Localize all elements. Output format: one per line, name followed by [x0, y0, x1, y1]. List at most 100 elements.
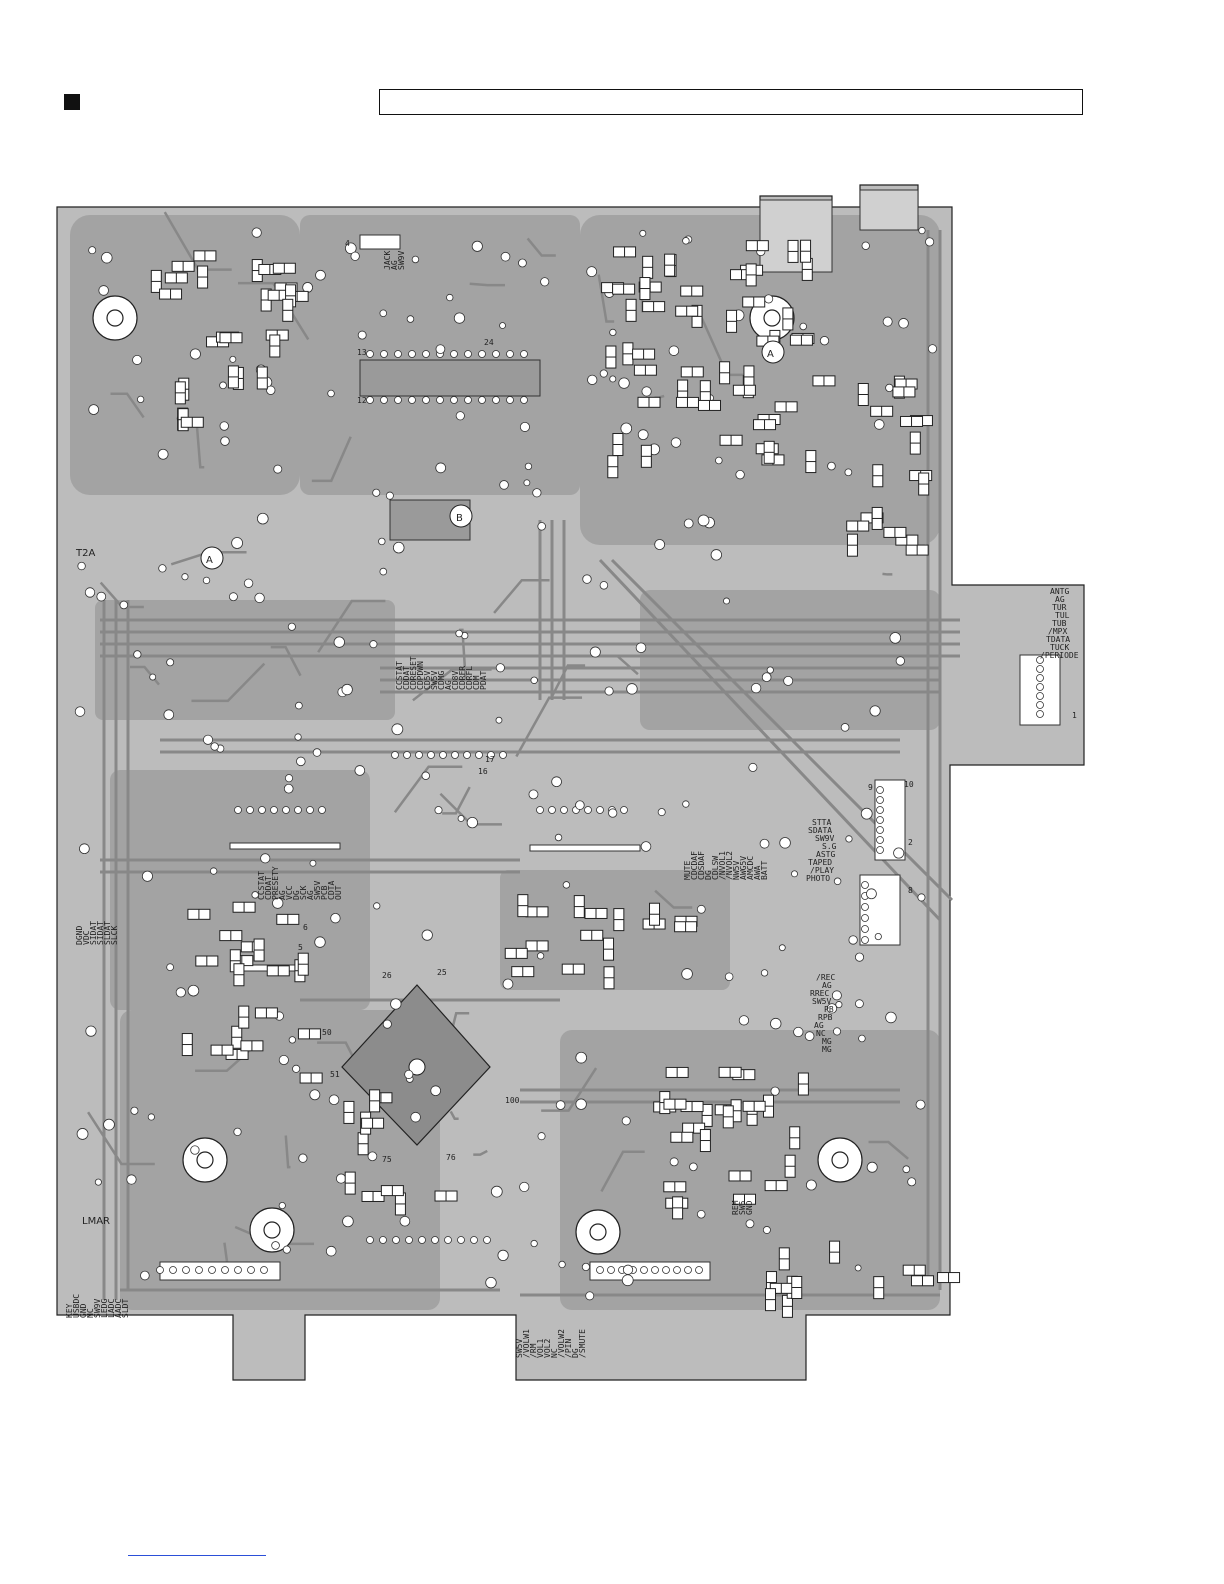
label-sw9v: SW9V	[815, 834, 834, 843]
pin-76: 76	[446, 1153, 456, 1162]
rotated-label: AWA	[753, 865, 762, 880]
label-tub: TUB	[1052, 619, 1067, 628]
pin-9: 9	[868, 783, 873, 792]
rotated-label: GND	[745, 1200, 754, 1215]
footer-link-underline	[128, 1555, 266, 1556]
ref-mark-a-left: A	[206, 555, 213, 566]
pin-1: 1	[1072, 711, 1077, 720]
label-tul: TUL	[1055, 611, 1070, 620]
rotated-label: CDCDAF	[690, 851, 699, 880]
rotated-labels: CCSTATCDDATCDRESETCDPDWNCD5VSW5VCDMGAGCD…	[65, 251, 769, 1358]
label-sdata: SDATA	[808, 826, 832, 835]
label-play: /PLAY	[810, 866, 834, 875]
pad-layer	[74, 226, 1044, 1301]
label-rec: /REC	[816, 973, 835, 982]
rotated-label: AWG5V	[739, 856, 748, 880]
rotated-label: SIDAT	[96, 921, 105, 945]
rotated-label: AG	[278, 890, 287, 900]
label-rrec: RREC	[810, 989, 829, 998]
label-sw5v: SW5V	[812, 997, 831, 1006]
ic-top-center	[359, 359, 541, 397]
label-mg2: MG	[822, 1045, 832, 1054]
rotated-label: /SMUTE	[578, 1329, 587, 1358]
pin-10: 10	[904, 780, 914, 789]
jack-housing-right	[859, 189, 919, 231]
ref-mark-b: B	[456, 513, 463, 524]
rotated-label: AG	[306, 890, 315, 900]
label-tur: TUR	[1052, 603, 1067, 612]
label-antg: ANTG	[1050, 587, 1069, 596]
label-mpx: /MPX	[1048, 627, 1067, 636]
pin-51: 51	[330, 1070, 340, 1079]
rotated-label: VDC	[82, 930, 91, 945]
pin-25: 25	[437, 968, 447, 977]
rotated-label: PRESETY	[271, 866, 280, 900]
rotated-label: BATT	[760, 861, 769, 880]
rotated-label: CD5V	[423, 671, 432, 690]
label-taped: TAPED	[808, 858, 832, 867]
rotated-label: /RM	[529, 1343, 538, 1358]
pin-6: 6	[303, 923, 308, 932]
rotated-label: KEY	[65, 1303, 74, 1318]
label-sg: S.G	[822, 842, 837, 851]
rotated-label: CD8V	[451, 671, 460, 690]
pin-2: 2	[908, 838, 913, 847]
label-lmar: LMAR	[82, 1216, 110, 1227]
rotated-label: SW9V	[93, 1299, 102, 1318]
connector-jack	[359, 234, 401, 250]
rotated-label: SW5V	[313, 881, 322, 900]
rotated-label: /NVOL1	[718, 851, 727, 880]
pin-8: 8	[908, 886, 913, 895]
rotated-label: CDPDWN	[416, 661, 425, 690]
rotated-label: CDDAT	[402, 666, 411, 690]
rotated-label: DGND	[75, 926, 84, 945]
rotated-label: CDRFR	[458, 666, 467, 690]
label-periode: /PERIODE	[1040, 651, 1079, 660]
rotated-label: CCSTAT	[395, 661, 404, 690]
rotated-label: VOL1	[536, 1339, 545, 1358]
tuner-labels: ANTG AG TUR TUL TUB /MPX TDATA TUCK /PER…	[1040, 587, 1079, 660]
pin-numbers: 13 24 12 50 51 25 26 75 76 100 17 16 10 …	[298, 239, 1077, 1164]
rotated-label: PCB	[320, 885, 329, 900]
rotated-label: CDM	[472, 675, 481, 690]
label-ag2: AG	[822, 981, 832, 990]
title-frame	[379, 89, 1083, 115]
rotated-label: /VOLW2	[557, 1329, 566, 1358]
rotated-label: DG	[704, 870, 713, 880]
rotated-label: /NVOL2	[725, 851, 734, 880]
ref-marks: A B A	[200, 340, 785, 570]
rotated-label: CDTA	[327, 881, 336, 900]
rotated-label: CCSTAT	[257, 871, 266, 900]
pin-16: 16	[478, 767, 488, 776]
rotated-label: CDMG	[437, 671, 446, 690]
rotated-label: NW5V	[732, 861, 741, 880]
rotated-label: DG	[571, 1348, 580, 1358]
rotated-label: /PIN	[564, 1339, 573, 1358]
rotated-label: SCK	[299, 885, 308, 900]
rotated-label: SW5V	[515, 1339, 524, 1358]
rotated-label: VOL2	[543, 1339, 552, 1358]
rotated-label: LADC	[107, 1299, 116, 1318]
deck-right-labels: /REC AG RREC SW5V PB RPB AG NC MG MG	[810, 973, 835, 1054]
rotated-label: VCC	[285, 885, 294, 900]
rotated-label: SLCK	[110, 926, 119, 945]
qfp-center-hole	[408, 1058, 426, 1076]
smd-layer	[150, 239, 961, 1318]
label-astg: ASTG	[816, 850, 835, 859]
rotated-label: OUT	[334, 885, 343, 900]
label-nc: NC	[816, 1029, 826, 1038]
label-ag3: AG	[814, 1021, 824, 1030]
pin-26: 26	[382, 971, 392, 980]
rotated-label: SIDAT	[89, 921, 98, 945]
rotated-label: USBDC	[72, 1294, 81, 1318]
rotated-label: AADC	[114, 1299, 123, 1318]
rotated-label: NC	[550, 1348, 559, 1358]
pin-4: 4	[345, 239, 350, 248]
pin-5: 5	[298, 943, 303, 952]
ref-mark-a-top: A	[767, 349, 774, 360]
ribbon-strip-1	[229, 842, 341, 850]
label-rpb: RPB	[818, 1013, 833, 1022]
rotated-label: GND	[79, 1303, 88, 1318]
rotated-label: CDRESET	[409, 656, 418, 690]
jack-label: AG	[390, 260, 399, 270]
